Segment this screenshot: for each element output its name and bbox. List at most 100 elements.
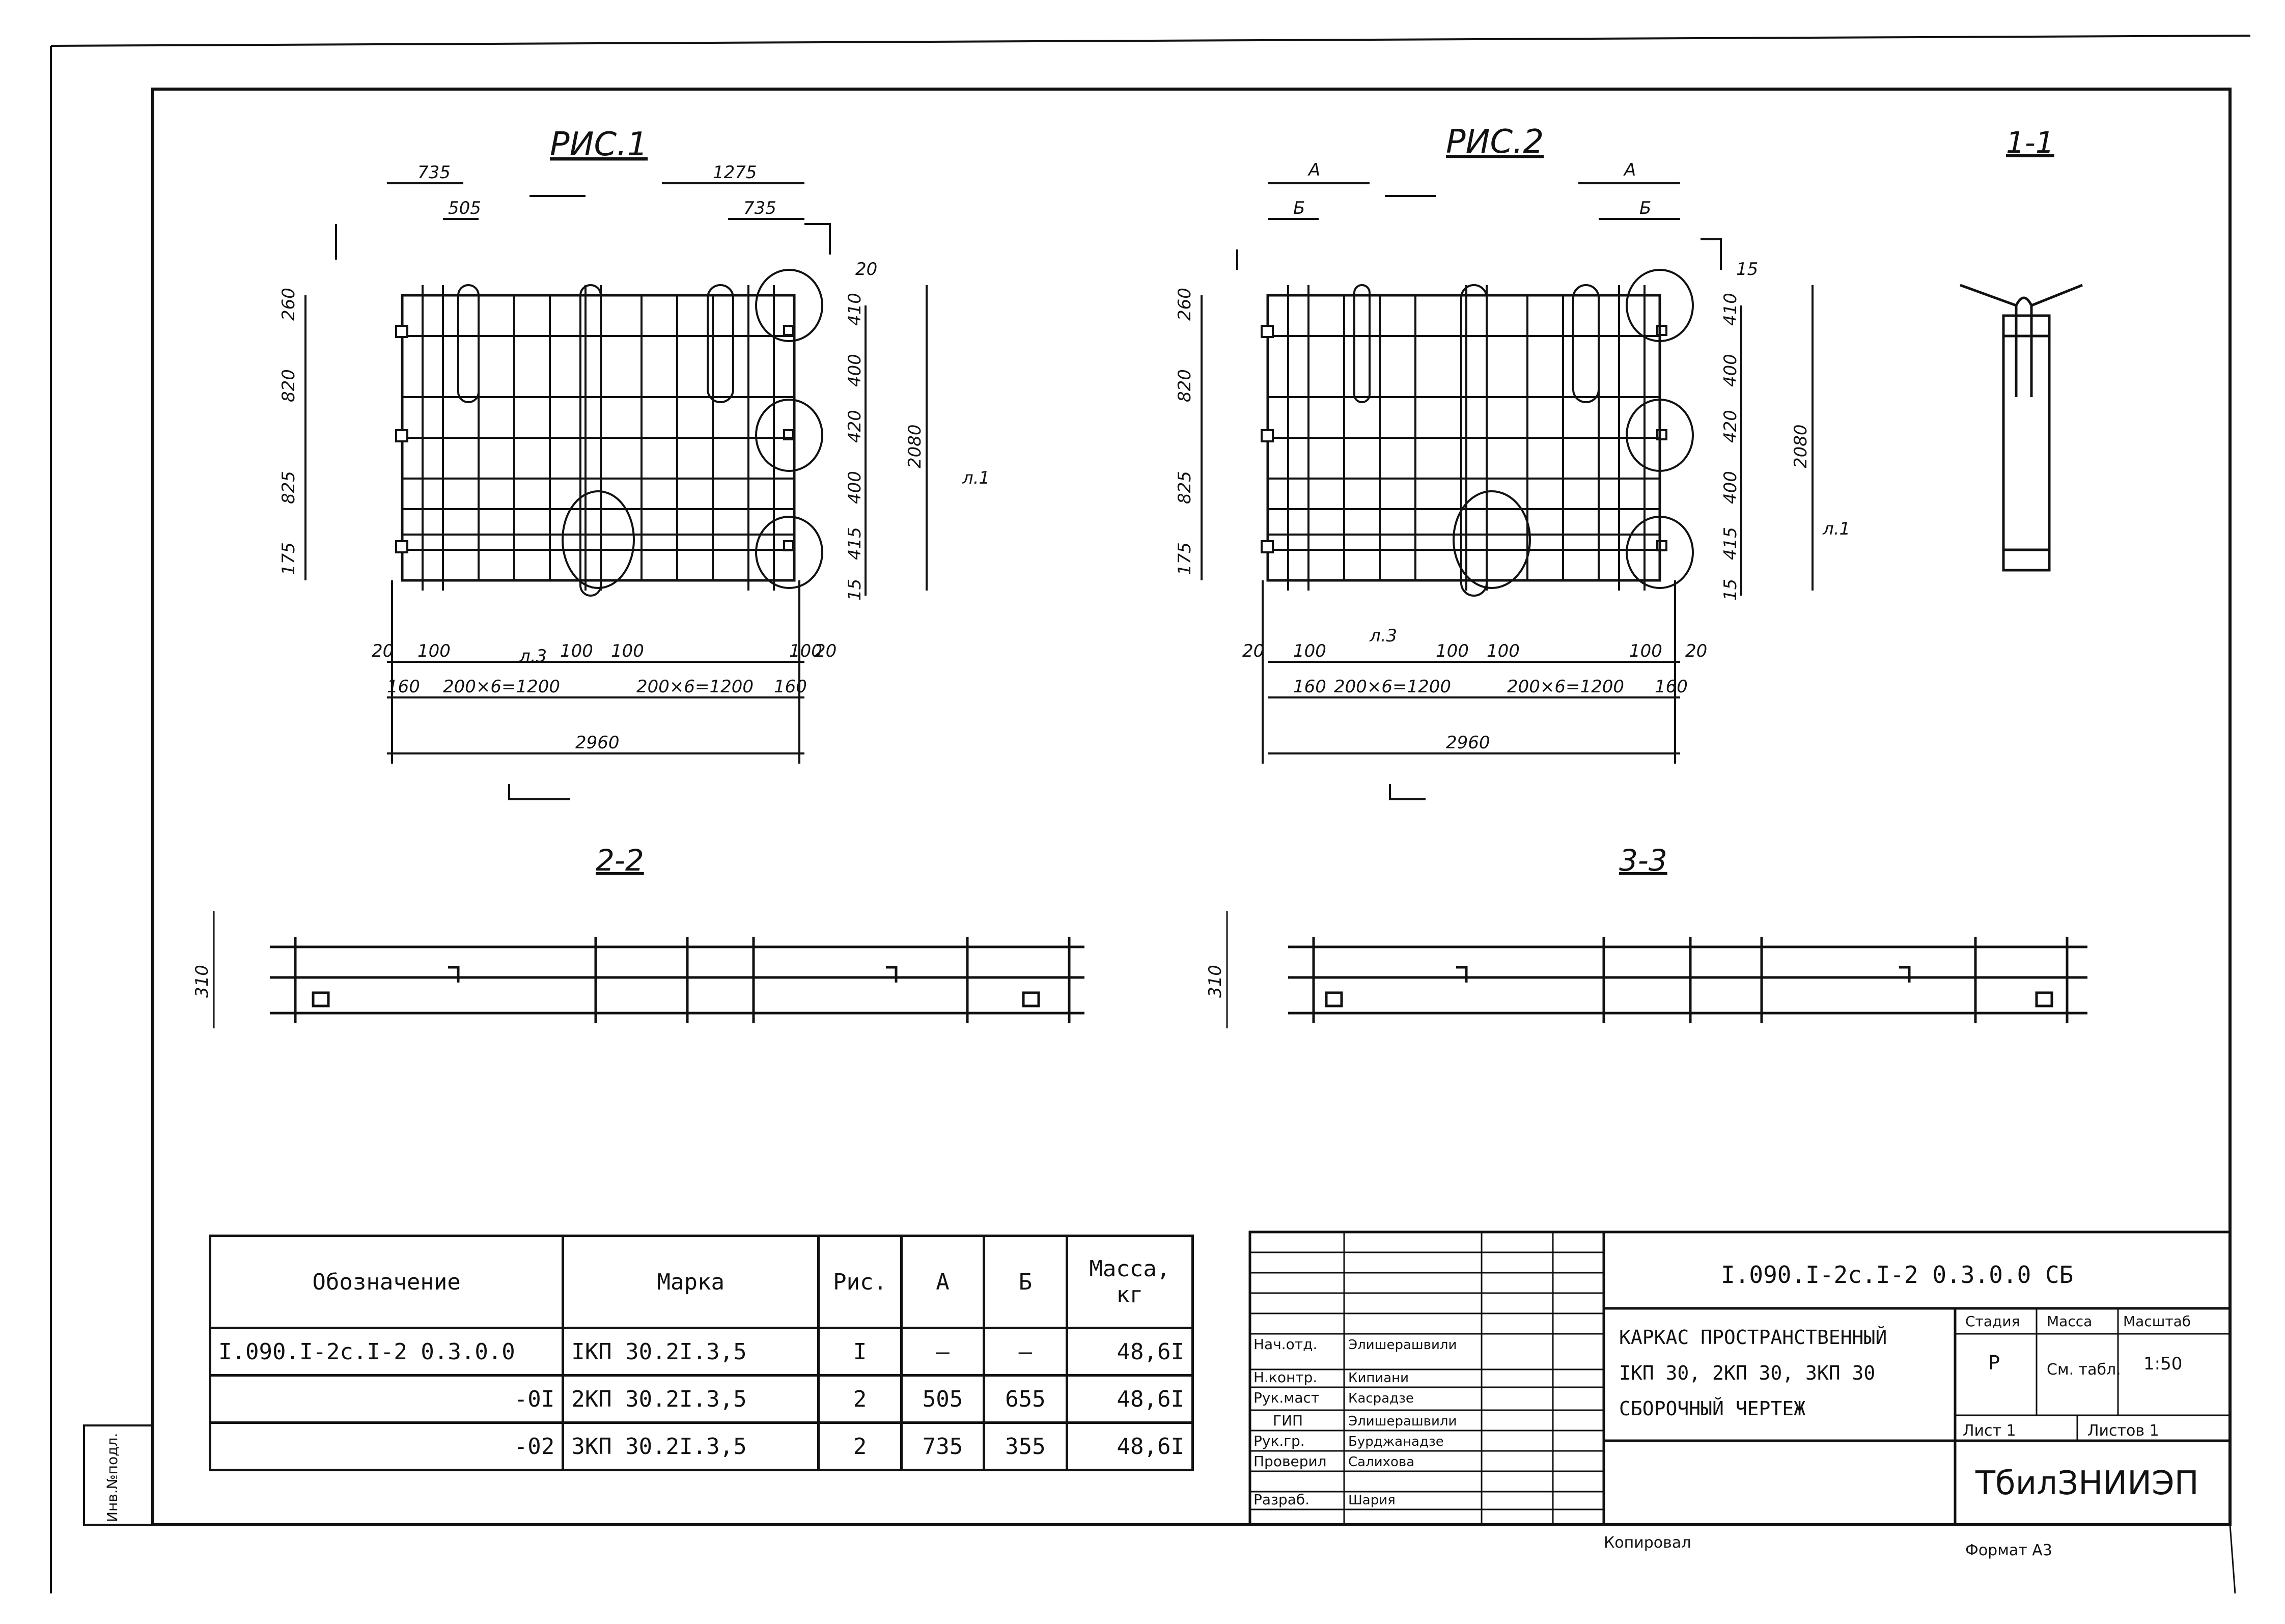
table-row: -0I 2КП 30.2I.3,5 2 505 655 48,6I xyxy=(208,1374,1194,1424)
tb-role: Рук.маст xyxy=(1253,1389,1319,1406)
footer-inv-label: Инв.№подл. xyxy=(104,1433,121,1522)
fig1-dim-right: 410 xyxy=(845,293,865,326)
spec-cell: 355 xyxy=(983,1421,1068,1471)
fig1-dim-left: 260 xyxy=(278,288,299,321)
tb-role: Нач.отд. xyxy=(1253,1336,1317,1353)
tb-role: Рук.гр. xyxy=(1253,1433,1305,1449)
section-3-3-height: 310 xyxy=(1205,965,1225,998)
tb-name: Элишерашвили xyxy=(1348,1414,1457,1429)
spec-cell: -0I xyxy=(208,1374,565,1424)
figure-2 xyxy=(1201,182,1814,800)
tb-sheets: Листов 1 xyxy=(2087,1422,2159,1440)
figure-1 xyxy=(304,182,928,800)
tb-role: Проверил xyxy=(1253,1453,1327,1470)
tb-stage-label: Стадия xyxy=(1965,1313,2020,1330)
sheet-frame xyxy=(50,35,2251,1594)
fig2-dim-bottom-edge: 160 xyxy=(1655,677,1688,697)
tb-name: Салихова xyxy=(1348,1454,1414,1470)
fig2-dim-bottom-mid: 200×6=1200 xyxy=(1507,677,1624,697)
tb-title-line: IКП 30, 2КП 30, 3КП 30 xyxy=(1619,1362,1875,1384)
spec-cell: 505 xyxy=(900,1374,986,1424)
fig1-dim-bottom-small: 20 xyxy=(372,641,394,661)
spec-cell: 48,6I xyxy=(1065,1421,1194,1471)
fig1-dim-bottom-small: 100 xyxy=(611,641,644,661)
fig2-dim-right-total: 2080 xyxy=(1791,424,1811,468)
spec-header: Рис. xyxy=(817,1235,903,1329)
fig2-dim-right: 415 xyxy=(1720,527,1741,560)
tb-mass-label: Масса xyxy=(2047,1313,2092,1330)
footer-format: Формат А3 xyxy=(1965,1542,2052,1559)
spec-cell: I xyxy=(817,1327,903,1377)
fig2-dim-right: 420 xyxy=(1720,410,1741,443)
fig1-dim-left: 820 xyxy=(278,369,299,402)
spec-cell: 2КП 30.2I.3,5 xyxy=(562,1374,820,1424)
tb-name: Элишерашвили xyxy=(1348,1337,1457,1353)
spec-cell: – xyxy=(900,1327,986,1377)
tb-name: Бурджанадзе xyxy=(1348,1434,1444,1449)
fig2-dim-top-b-right: Б xyxy=(1639,198,1651,218)
fig2-dim-right-small: 15 xyxy=(1720,579,1741,601)
title-block-frame xyxy=(1248,1230,2232,1526)
table-row: I.090.I-2с.I-2 0.3.0.0 IКП 30.2I.3,5 I –… xyxy=(208,1327,1194,1377)
fig2-dim-right: 400 xyxy=(1720,471,1741,504)
spec-cell: I.090.I-2с.I-2 0.3.0.0 xyxy=(208,1327,565,1377)
fig1-dim-bottom-small: 100 xyxy=(417,641,451,661)
spec-header: А xyxy=(900,1235,986,1329)
spec-cell: 2 xyxy=(817,1421,903,1471)
fig2-dim-left: 175 xyxy=(1175,542,1195,575)
tb-role: Разраб. xyxy=(1253,1491,1309,1508)
fig2-dim-bottom-small: 100 xyxy=(1293,641,1326,661)
tb-title-line: СБОРОЧНЫЙ ЧЕРТЕЖ xyxy=(1619,1397,1805,1420)
tb-stage: Р xyxy=(1988,1352,2000,1374)
fig1-dim-top-b: 505 xyxy=(448,198,481,218)
spec-cell: -02 xyxy=(208,1421,565,1471)
fig1-dim-left: 825 xyxy=(278,471,299,504)
fig1-sheet-ref-3: л.3 xyxy=(519,646,547,666)
spec-cell: IКП 30.2I.3,5 xyxy=(562,1327,820,1377)
fig1-dim-right: 400 xyxy=(845,471,865,504)
section-2-2 xyxy=(213,911,1084,1028)
section-2-2-title: 2-2 xyxy=(596,843,644,878)
fig1-dim-right: 400 xyxy=(845,354,865,387)
fig1-dim-bottom-mid: 200×6=1200 xyxy=(443,677,560,697)
spec-header: Масса, кг xyxy=(1065,1235,1194,1329)
tb-name: Шария xyxy=(1348,1493,1396,1508)
tb-scale-label: Масштаб xyxy=(2123,1313,2191,1330)
spec-cell: 48,6I xyxy=(1065,1374,1194,1424)
section-3-3 xyxy=(1226,911,2087,1028)
spec-cell: 735 xyxy=(900,1421,986,1471)
fig1-dim-right: 415 xyxy=(845,527,865,560)
fig2-dim-bottom-mid: 200×6=1200 xyxy=(1334,677,1451,697)
fig1-dim-total: 2960 xyxy=(575,733,620,753)
fig2-dim-bottom-small: 100 xyxy=(1487,641,1520,661)
fig2-title: РИС.2 xyxy=(1446,123,1544,161)
fig2-dim-total: 2960 xyxy=(1446,733,1490,753)
fig1-dim-bottom-small: 20 xyxy=(815,641,837,661)
fig1-dim-bottom-small: 100 xyxy=(560,641,593,661)
tb-sheet: Лист 1 xyxy=(1963,1422,2016,1440)
section-1-1 xyxy=(1960,284,2083,572)
fig1-dim-top-a: 735 xyxy=(417,162,451,183)
fig1-dim-bottom-edge: 160 xyxy=(774,677,807,697)
fig2-dim-left: 820 xyxy=(1175,369,1195,402)
spec-cell: 48,6I xyxy=(1065,1327,1194,1377)
section-3-3-title: 3-3 xyxy=(1619,843,1667,878)
fig2-dim-bottom-small: 100 xyxy=(1629,641,1662,661)
footer: Копировал Формат А3 Инв.№подл. xyxy=(104,1433,2052,1559)
fig2-dim-bottom-small: 100 xyxy=(1436,641,1469,661)
spec-cell: 655 xyxy=(983,1374,1068,1424)
fig2-dim-right: 410 xyxy=(1720,293,1741,326)
fig2-dim-bottom-edge: 160 xyxy=(1293,677,1326,697)
section-1-1-title: 1-1 xyxy=(2006,125,2054,160)
specification-table: Обозначение Марка Рис. А Б Масса, кг I.0… xyxy=(208,1235,1194,1471)
fig1-sheet-ref: л.1 xyxy=(962,468,990,488)
fig1-dim-bottom-mid: 200×6=1200 xyxy=(636,677,754,697)
fig2-dim-top-small: 15 xyxy=(1736,259,1758,279)
table-row: -02 3КП 30.2I.3,5 2 735 355 48,6I xyxy=(208,1421,1194,1471)
fig2-sheet-ref-3: л.3 xyxy=(1369,626,1397,646)
figure-titles: РИС.1 РИС.2 1-1 2-2 3-3 xyxy=(550,123,2054,878)
spec-cell: – xyxy=(983,1327,1068,1377)
fig1-dimensions: 735 505 1275 735 20 260 820 825 175 410 … xyxy=(278,162,925,753)
fig1-dim-right: 420 xyxy=(845,410,865,443)
spec-cell: 3КП 30.2I.3,5 xyxy=(562,1421,820,1471)
